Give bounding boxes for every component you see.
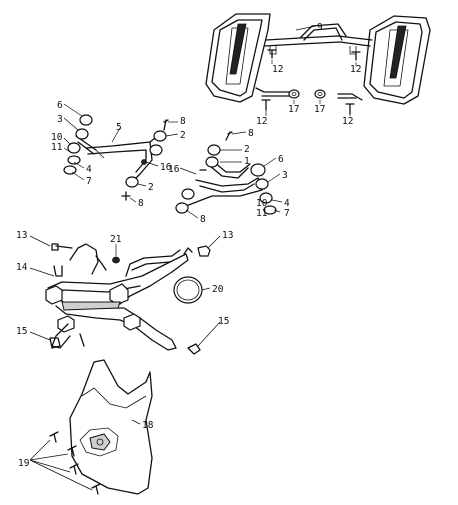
callout-13-right: 13 <box>222 230 233 241</box>
callout-8-right-bottom: 8 <box>200 214 206 225</box>
callout-9: 9 <box>317 22 323 33</box>
callout-8-right-top: 8 <box>248 128 254 139</box>
callout-4-left: 4 <box>86 164 92 175</box>
callout-16-left: 16 <box>160 162 172 173</box>
callout-21: 21 <box>110 234 122 245</box>
callout-2-right: 2 <box>244 144 250 155</box>
callout-16-right: 16 <box>168 164 180 175</box>
callout-7-left: 7 <box>86 176 92 187</box>
callout-3-left: 3 <box>57 114 63 125</box>
callout-6-left: 6 <box>57 100 63 111</box>
round-cap <box>173 276 203 304</box>
callout-8-left-top: 8 <box>180 116 186 127</box>
callout-5: 5 <box>116 122 122 133</box>
callout-18: 18 <box>142 420 154 431</box>
right-a-arm <box>175 131 277 215</box>
callout-10-left: 10 <box>51 132 63 143</box>
left-a-arm <box>63 114 169 201</box>
skid-plate-screws <box>49 431 101 495</box>
callouts: 9 12 12 12 17 17 12 6 3 10 11 4 7 5 8 2 … <box>16 22 361 469</box>
rear-rack <box>205 13 431 105</box>
callout-19: 19 <box>18 458 30 469</box>
callout-17-b: 17 <box>314 104 325 115</box>
front-bumper-bracket <box>45 243 193 351</box>
callout-15-left: 15 <box>16 326 27 337</box>
callout-3-right: 3 <box>282 170 288 181</box>
callout-6-right: 6 <box>278 154 284 165</box>
callout-20: 20 <box>212 284 224 295</box>
callout-7-right: 7 <box>284 208 290 219</box>
callout-11-left: 11 <box>51 142 63 153</box>
callout-1: 1 <box>244 156 250 167</box>
callout-13-left: 13 <box>16 230 27 241</box>
bumper-hardware <box>49 243 211 355</box>
callout-2-left-top: 2 <box>180 130 186 141</box>
callout-12-b: 12 <box>350 64 361 75</box>
callout-12-d: 12 <box>342 116 353 127</box>
callout-4-right: 4 <box>284 198 290 209</box>
callout-10-right: 10 <box>256 198 268 209</box>
rack-hardware <box>261 49 361 115</box>
callout-2-left-bottom: 2 <box>148 182 154 193</box>
callout-14: 14 <box>16 262 28 273</box>
skid-plate <box>69 359 153 495</box>
callout-8-left-bottom: 8 <box>138 198 144 209</box>
callout-15-right: 15 <box>218 316 229 327</box>
callout-17-a: 17 <box>288 104 299 115</box>
callout-12-a: 12 <box>272 64 283 75</box>
callout-11-right: 11 <box>256 208 268 219</box>
leader-lines <box>29 25 357 491</box>
callout-12-c: 12 <box>256 116 267 127</box>
